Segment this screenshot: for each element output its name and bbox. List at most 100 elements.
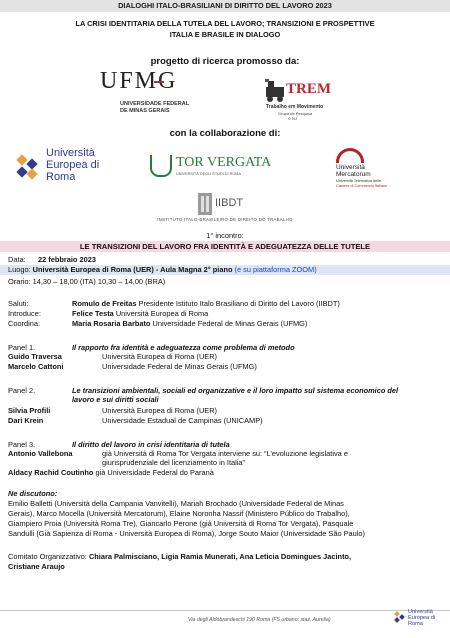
mercatorum-sub1: Università Telematica delle <box>336 179 382 183</box>
speaker-affiliation: Università Europea di Roma (UER) <box>102 352 218 361</box>
orario-row: Orario: 14,30 – 18,00 (ITA) 10,30 – 14,0… <box>8 277 165 286</box>
speaker-name: Silvia Profili <box>8 406 51 415</box>
torvergata-sub: UNIVERSITÀ DEGLI STUDI DI ROMA <box>176 172 241 176</box>
panel3-label: Panel 3. <box>8 440 36 449</box>
footer-address: Via degli Aldobrandeschi 190 Roma (FS ur… <box>188 617 331 623</box>
role-name: Maria Rosaria Barbato <box>72 319 151 328</box>
torvergata-logo: TOR VERGATA UNIVERSITÀ DEGLI STUDI DI RO… <box>150 155 271 185</box>
panel2-label: Panel 2. <box>8 386 36 395</box>
footer-uer-line3: Roma <box>408 621 423 627</box>
committee-label: Comitato Organizzativo: <box>8 552 87 561</box>
mercatorum-line2: Mercatorum <box>336 171 371 178</box>
promoted-by: progetto di ricerca promosso da: <box>150 56 300 67</box>
uer-line3: Roma <box>46 171 76 183</box>
trem-line2: Grupo de Pesquisa <box>278 111 313 116</box>
panel3-topic: Il diritto del lavoro in crisi identitar… <box>72 440 230 449</box>
data-row: Data: 22 febbraio 2023 <box>8 255 96 264</box>
ufmg-line2: DE MINAS GERAIS <box>120 108 170 114</box>
discussants-line: Sandulli (Già Sapienza di Roma - Univers… <box>8 529 365 538</box>
discussants-line: Emilio Balletti (Università della Campan… <box>8 499 344 508</box>
speaker-row: Marcelo Cattoni Universidade Federal de M… <box>8 362 257 371</box>
discussants-label: Ne discutono: <box>8 489 58 498</box>
role-row: Coordina: Maria Rosaria Barbato Universid… <box>8 319 307 328</box>
footer-uer-emblem-icon <box>394 611 406 624</box>
speaker-row: Aldacy Rachid Coutinho già Universidade … <box>8 468 214 477</box>
panel1-topic: Il rapporto fra identità e adeguatezza c… <box>72 343 295 352</box>
speaker-row: Guido Traversa Università Europea di Roma… <box>8 352 217 361</box>
incontro-label: 1° incontro: <box>206 231 244 240</box>
ufmg-accent <box>154 81 164 83</box>
speaker-affiliation: già Universidade Federal do Paranà <box>95 468 214 477</box>
speaker-affiliation: Universidade Estadual de Campinas (UNICA… <box>102 416 263 425</box>
ufmg-mark: UFMG <box>100 68 178 94</box>
speaker-name: Guido Traversa <box>8 352 62 361</box>
role-label: Introduce: <box>8 309 41 318</box>
speaker-name: Antonio Vallebona <box>8 449 73 458</box>
mercatorum-arch-icon <box>336 148 364 163</box>
role-row: Saluti: Romulo de Freitas Presidente Isti… <box>8 299 340 308</box>
train-icon <box>265 79 284 102</box>
iibdt-mark: IIBDT <box>215 197 244 209</box>
committee-line2: Cristiane Araujo <box>8 562 65 571</box>
top-band: DIALOGHI ITALO-BRASILIANI DI DIRITTO DEL… <box>0 0 450 12</box>
uer-logo: Università Europea di Roma <box>14 148 124 190</box>
mercatorum-sub2: Camere di Commercio Italiane <box>336 184 388 188</box>
orario-label: Orario: <box>8 277 31 286</box>
iibdt-sub: INSTITUTO ITALO-BRASILEIRO DE DIREITO DO… <box>157 217 293 222</box>
ufmg-logo: UFMG UNIVERSIDADE FEDERAL DE MINAS GERAI… <box>96 68 216 120</box>
data-value: 22 febbraio 2023 <box>38 255 96 264</box>
uer-emblem-icon <box>14 154 40 180</box>
speaker-name: Dari Krein <box>8 416 44 425</box>
incontro-title: LE TRANSIZIONI DEL LAVORO FRA IDENTITÀ E… <box>0 241 450 252</box>
role-desc: Università Europea di Roma <box>115 309 209 318</box>
trem-line3: © NJ <box>288 116 297 121</box>
panel2-header: Panel 2. Le transizioni ambientali, socia… <box>8 386 398 395</box>
speaker-row: Dari Krein Universidade Estadual de Campi… <box>8 416 263 425</box>
footer-uer-line2: Europea di <box>408 615 436 621</box>
role-name: Romulo de Freitas <box>72 299 137 308</box>
collaboration-label: con la collaborazione di: <box>169 128 281 139</box>
torvergata-shield-icon <box>150 155 172 177</box>
role-desc: Presidente Istituto Italo Brasiliano di … <box>138 299 340 308</box>
panel2-topic-2: lavoro e sui diritti sociali <box>72 395 159 404</box>
speaker-name: Aldacy Rachid Coutinho <box>8 468 94 477</box>
luogo-label: Luogo: <box>8 265 31 274</box>
luogo-value: Università Europea di Roma (UER) - Aula … <box>32 265 233 274</box>
role-label: Coordina: <box>8 319 41 328</box>
zoom-link[interactable]: (e su piattaforma ZOOM) <box>234 265 317 274</box>
trem-logo: TREM Trabalho em Movimento Grupo de Pesq… <box>264 77 336 123</box>
trem-line1: Trabalho em Movimento <box>266 104 324 110</box>
role-desc: Universidade Federal de Minas Gerais (UF… <box>152 319 308 328</box>
discussants-line: Gerais), Marco Mocella (Università Merca… <box>8 509 350 518</box>
speaker-row: Antonio Vallebona già Università di Roma … <box>8 449 348 458</box>
committee-row: Comitato Organizzativo: Chiara Palmiscia… <box>8 552 351 561</box>
panel1-header: Panel 1. Il rapporto fra identità e adegu… <box>8 343 295 352</box>
role-label: Saluti: <box>8 299 29 308</box>
ufmg-line1: UNIVERSIDADE FEDERAL <box>120 101 190 107</box>
speaker-talk-1: già Università di Roma Tor Vergata inter… <box>102 449 348 458</box>
mercatorum-line1: Università <box>336 164 365 171</box>
panel3-header: Panel 3. Il diritto del lavoro in crisi i… <box>8 440 230 449</box>
uer-line1: Università <box>46 147 95 159</box>
iibdt-logo: IIBDT <box>198 193 298 229</box>
data-label: Data: <box>8 255 26 264</box>
discussants-line: Giampiero Proia (Università Roma Tre), G… <box>8 519 354 528</box>
committee-line1: Chiara Palmisciano, Ligia Ramia Munerati… <box>88 552 352 561</box>
torvergata-mark: TOR VERGATA <box>176 155 272 170</box>
panel1-label: Panel 1. <box>8 343 36 352</box>
title-line-2: ITALIA E BRASILE IN DIALOGO <box>169 30 281 39</box>
speaker-talk-2: giurisprudenziale del licenziamento in I… <box>102 458 245 467</box>
footer-uer-line1: Università <box>408 609 433 615</box>
footer-divider <box>0 610 450 611</box>
panel2-topic-1: Le transizioni ambientali, sociali ed or… <box>72 386 399 395</box>
speaker-name: Marcelo Cattoni <box>8 362 64 371</box>
footer-uer-logo: Università Europea di Roma <box>394 606 446 636</box>
trem-mark: TREM <box>286 81 331 97</box>
role-row: Introduce: Felice Testa Università Europe… <box>8 309 208 318</box>
orario-value: 14,30 – 18,00 (ITA) 10,30 – 14,00 (BRA) <box>32 277 166 286</box>
speaker-affiliation: Universidade Federal de Minas Gerais (UF… <box>102 362 257 371</box>
uer-line2: Europea di <box>46 159 100 171</box>
role-name: Felice Testa <box>72 309 114 318</box>
